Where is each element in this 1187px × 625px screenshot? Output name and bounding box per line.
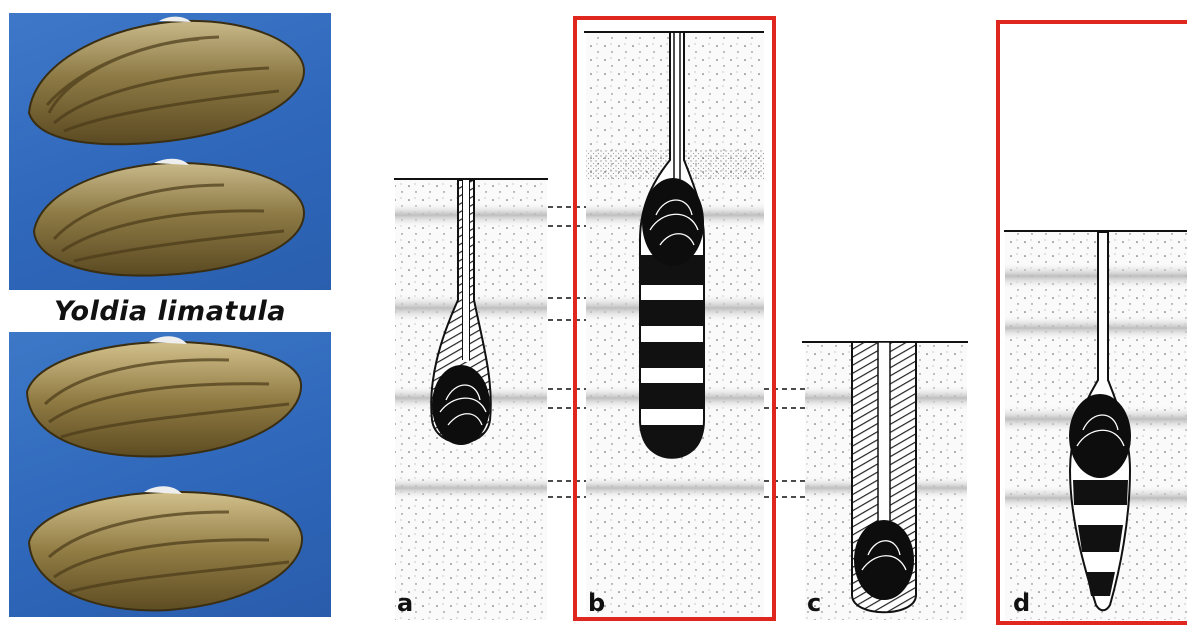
panel-label-a: a (397, 591, 413, 615)
panel-label-c: c (807, 591, 821, 615)
panel-label-b: b (588, 591, 605, 615)
panel-d-diagram (1004, 231, 1187, 620)
panel-b-diagram (584, 32, 764, 620)
panel-a-diagram (394, 179, 548, 620)
panel-label-d: d (1013, 591, 1030, 615)
panel-c-diagram (802, 342, 968, 620)
